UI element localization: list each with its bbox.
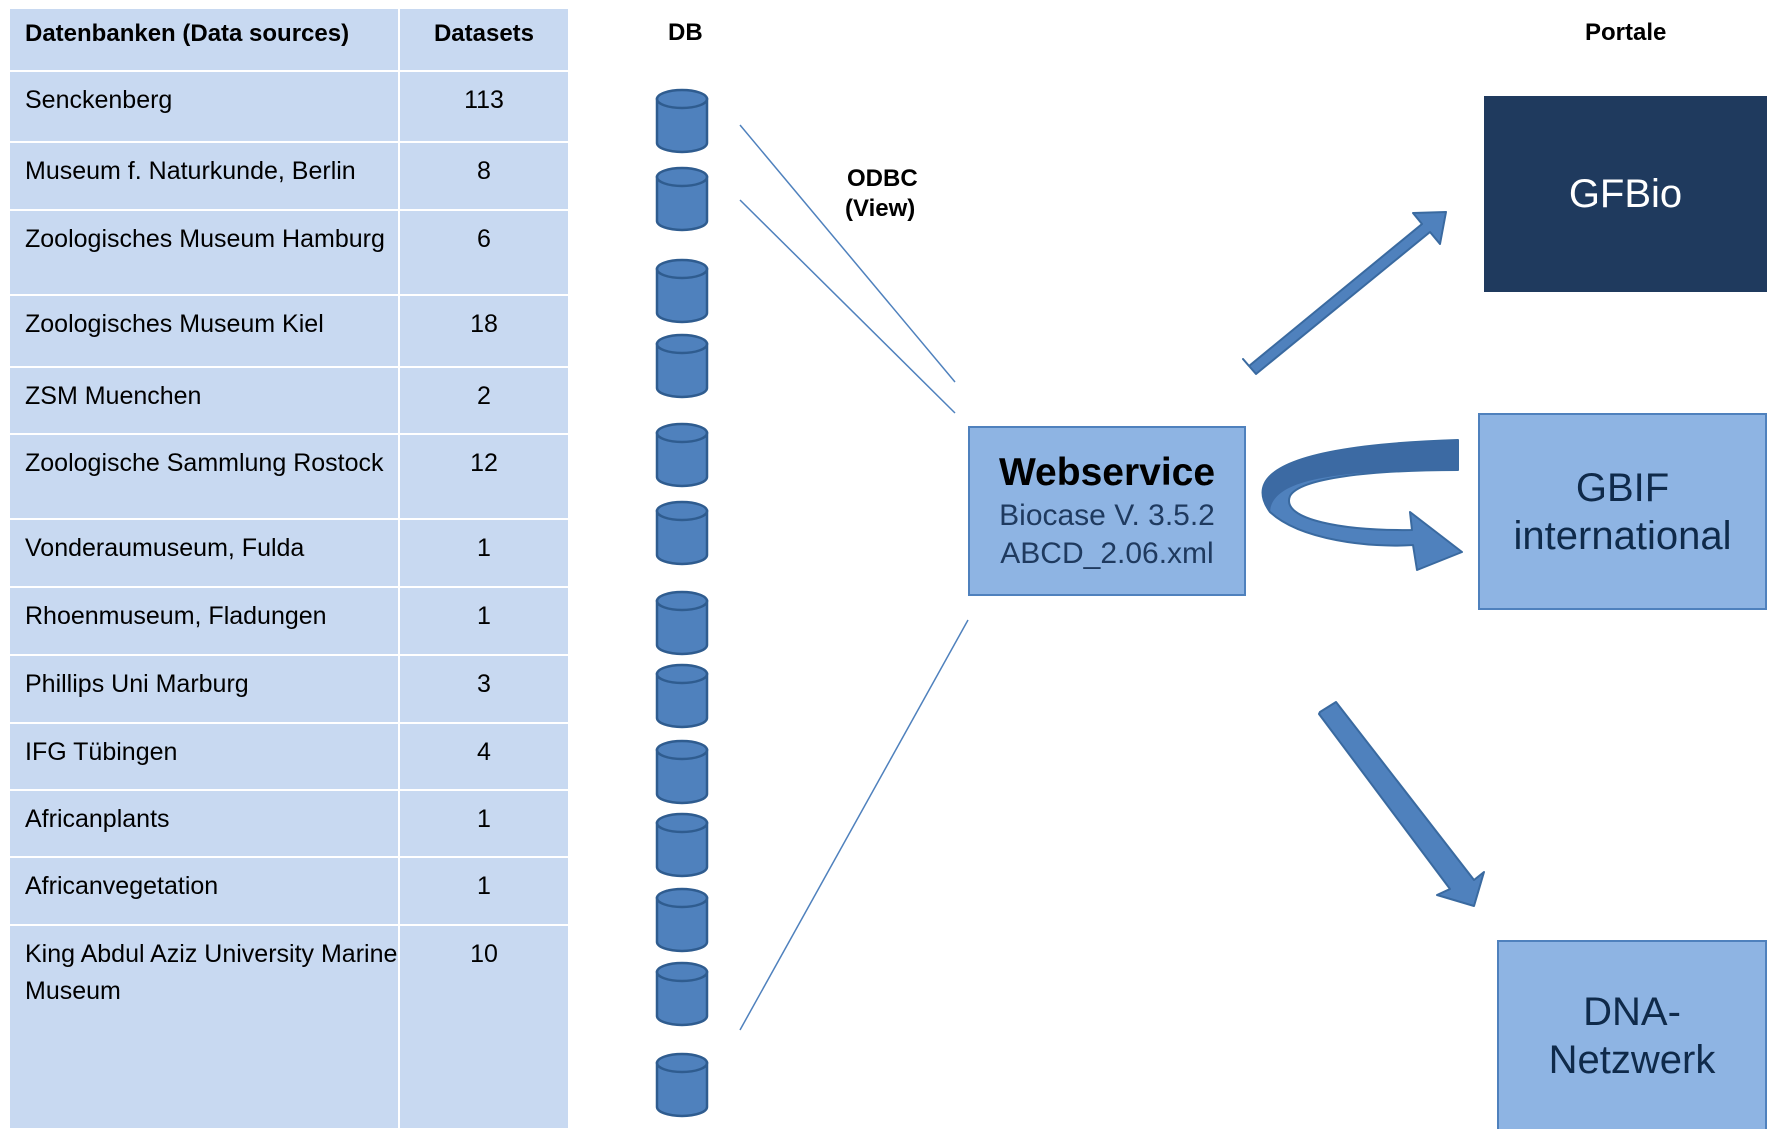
source-name: Zoologisches Museum Kiel <box>9 295 399 367</box>
webservice-box: Webservice Biocase V. 3.5.2 ABCD_2.06.xm… <box>968 426 1246 596</box>
dataset-count: 10 <box>399 925 569 1129</box>
odbc-label: ODBC (View) <box>845 164 918 224</box>
source-name: Phillips Uni Marburg <box>9 655 399 723</box>
database-icon <box>655 739 709 805</box>
source-name: Museum f. Naturkunde, Berlin <box>9 142 399 210</box>
database-icon <box>655 333 709 399</box>
database-icon <box>655 258 709 324</box>
dataset-count: 6 <box>399 210 569 295</box>
header-data-sources: Datenbanken (Data sources) <box>9 8 399 71</box>
source-name: Vonderaumuseum, Fulda <box>9 519 399 587</box>
gfbio-label: GFBio <box>1568 172 1683 216</box>
dna-netzwerk-portal: DNA- Netzwerk <box>1497 940 1767 1129</box>
gbif-label-line2: international <box>1513 513 1732 558</box>
source-name: Rhoenmuseum, Fladungen <box>9 587 399 655</box>
curved-arrow-icon <box>1261 439 1463 571</box>
dataset-count: 113 <box>399 71 569 142</box>
odbc-line <box>739 124 956 383</box>
db-column-label: DB <box>668 19 703 46</box>
source-name: Africanplants <box>9 790 399 857</box>
database-icon <box>655 500 709 566</box>
webservice-schema: ABCD_2.06.xml <box>1000 537 1214 570</box>
source-name: ZSM Muenchen <box>9 367 399 434</box>
dataset-count: 1 <box>399 857 569 925</box>
dataset-count: 8 <box>399 142 569 210</box>
dna-label-line2: Netzwerk <box>1548 1037 1716 1082</box>
source-name: King Abdul Aziz University Marine Museum <box>9 925 399 1129</box>
source-name: Africanvegetation <box>9 857 399 925</box>
source-name: Senckenberg <box>9 71 399 142</box>
dna-label-line1: DNA- <box>1583 989 1681 1034</box>
dataset-count: 1 <box>399 587 569 655</box>
header-datasets: Datasets <box>399 8 569 71</box>
dataset-count: 1 <box>399 790 569 857</box>
odbc-line2: (View) <box>845 195 916 222</box>
dataset-count: 4 <box>399 723 569 790</box>
source-name: IFG Tübingen <box>9 723 399 790</box>
gbif-portal: GBIF international <box>1478 413 1767 610</box>
database-icon <box>655 422 709 488</box>
arrow-icon <box>1318 701 1485 907</box>
webservice-version: Biocase V. 3.5.2 <box>999 499 1215 532</box>
database-icon <box>655 1052 709 1118</box>
database-icon <box>655 887 709 953</box>
odbc-line <box>739 199 956 414</box>
portale-label: Portale <box>1585 19 1667 46</box>
database-icon <box>655 166 709 232</box>
dataset-count: 12 <box>399 434 569 519</box>
source-name: Zoologische Sammlung Rostock <box>9 434 399 519</box>
database-icon <box>655 663 709 729</box>
source-name: Zoologisches Museum Hamburg <box>9 210 399 295</box>
odbc-line1: ODBC <box>847 165 918 192</box>
webservice-title: Webservice <box>998 451 1216 494</box>
database-icon <box>655 88 709 154</box>
dataset-count: 1 <box>399 519 569 587</box>
gbif-label-line1: GBIF <box>1575 465 1670 510</box>
dataset-count: 18 <box>399 295 569 367</box>
dataset-count: 2 <box>399 367 569 434</box>
odbc-line <box>739 619 969 1031</box>
database-icon <box>655 812 709 878</box>
gfbio-portal: GFBio <box>1484 96 1767 292</box>
database-icon <box>655 590 709 656</box>
database-icon <box>655 961 709 1027</box>
dataset-count: 3 <box>399 655 569 723</box>
arrow-icon <box>1242 211 1447 375</box>
